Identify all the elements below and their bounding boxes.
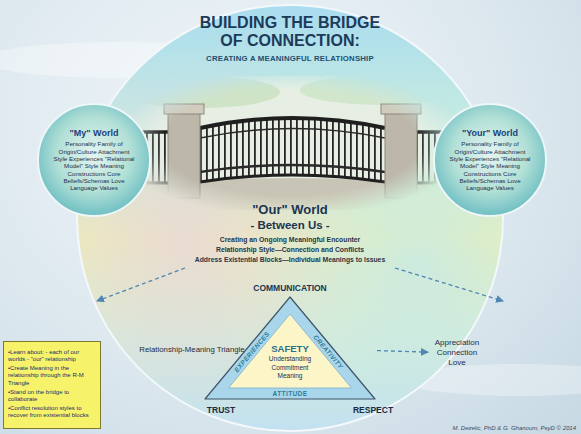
foliage: [120, 76, 280, 108]
node-heading: SAFETY: [250, 343, 330, 355]
node-text: Personality Family of Origin/Culture Att…: [53, 140, 135, 191]
triangle-label: RESPECT: [353, 405, 393, 415]
section-line: Relationship Style—Connection and Confli…: [120, 245, 460, 254]
node-heading: "My" World: [44, 128, 144, 139]
world-circle: "Your" WorldPersonality Family of Origin…: [433, 103, 547, 217]
circle-outline: [38, 104, 150, 216]
text-stack: •Learn about: - each of our worlds - "ou…: [4, 342, 100, 428]
rail: [200, 129, 385, 139]
diagram-title: BUILDING THE BRIDGE OF CONNECTION:: [194, 14, 386, 50]
triangle-label: TRUST: [207, 405, 235, 415]
credit-line: M. Dezelic, PhD & G. Ghanoum, PsyD © 201…: [400, 424, 576, 432]
triangle-core: [229, 314, 352, 388]
bottom-rail: [200, 175, 385, 182]
text-stack: Appreciation Connection Love: [430, 336, 484, 370]
node-text: •Stand on the bridge to collaborate: [8, 389, 96, 404]
triangle-label: ATTITUDE: [273, 390, 308, 398]
node-heading: "Your" World: [440, 128, 540, 139]
section-line: Creating an Ongoing Meaningful Encounter: [120, 235, 460, 244]
node-heading: Appreciation Connection Love: [430, 338, 484, 368]
dashed-arrow: [395, 268, 503, 301]
pillar-cap: [164, 104, 204, 114]
section-heading: "Our" World: [190, 202, 390, 217]
dashed-arrow: [97, 268, 185, 301]
world-circle: "My" WorldPersonality Family of Origin/C…: [37, 103, 151, 217]
top-rail: [200, 118, 385, 128]
triangle-label: COMMUNICATION: [253, 283, 327, 293]
node-text: Personality Family of Origin/Culture Att…: [449, 140, 531, 191]
railing: [200, 118, 385, 182]
color-tint: [78, 6, 502, 430]
node-heading: •Learn about: - each of our worlds - "ou…: [8, 349, 96, 364]
text-stack: "Your" WorldPersonality Family of Origin…: [433, 103, 547, 217]
circle-outline: [434, 104, 546, 216]
safety-core: SAFETYUnderstanding Commitment Meaning: [250, 337, 330, 387]
dashed-connector: [377, 351, 428, 353]
section-subheading: - Between Us -: [190, 218, 390, 232]
color-tint: [78, 6, 502, 430]
stone-pillar: [385, 112, 417, 198]
node-text: Understanding Commitment Meaning: [265, 355, 315, 381]
stone-pillar: [168, 112, 200, 198]
text-stack: "My" WorldPersonality Family of Origin/C…: [37, 103, 151, 217]
triangle-band: [205, 297, 375, 399]
node-text: •Conflict resolution styles to recover f…: [8, 405, 96, 420]
note-box: •Learn about: - each of our worlds - "ou…: [3, 341, 101, 429]
foliage: [300, 75, 460, 105]
meaning-triangle: COMMUNICATIONEXPERIENCESCREATIVITYATTITU…: [205, 297, 375, 399]
outcome-text: Appreciation Connection Love: [430, 336, 484, 370]
node-text: •Create Meaning in the relationship thro…: [8, 365, 96, 387]
text-stack: SAFETYUnderstanding Commitment Meaning: [250, 337, 330, 387]
pillar-cap: [381, 104, 421, 114]
section-line: Address Existential Blocks—Individual Me…: [120, 255, 460, 264]
bridge-photo: [120, 75, 460, 210]
subtitle: CREATING A MEANINGFUL RELATIONSHIP: [130, 54, 450, 64]
connection-circle: [77, 5, 503, 431]
rail: [200, 165, 385, 172]
